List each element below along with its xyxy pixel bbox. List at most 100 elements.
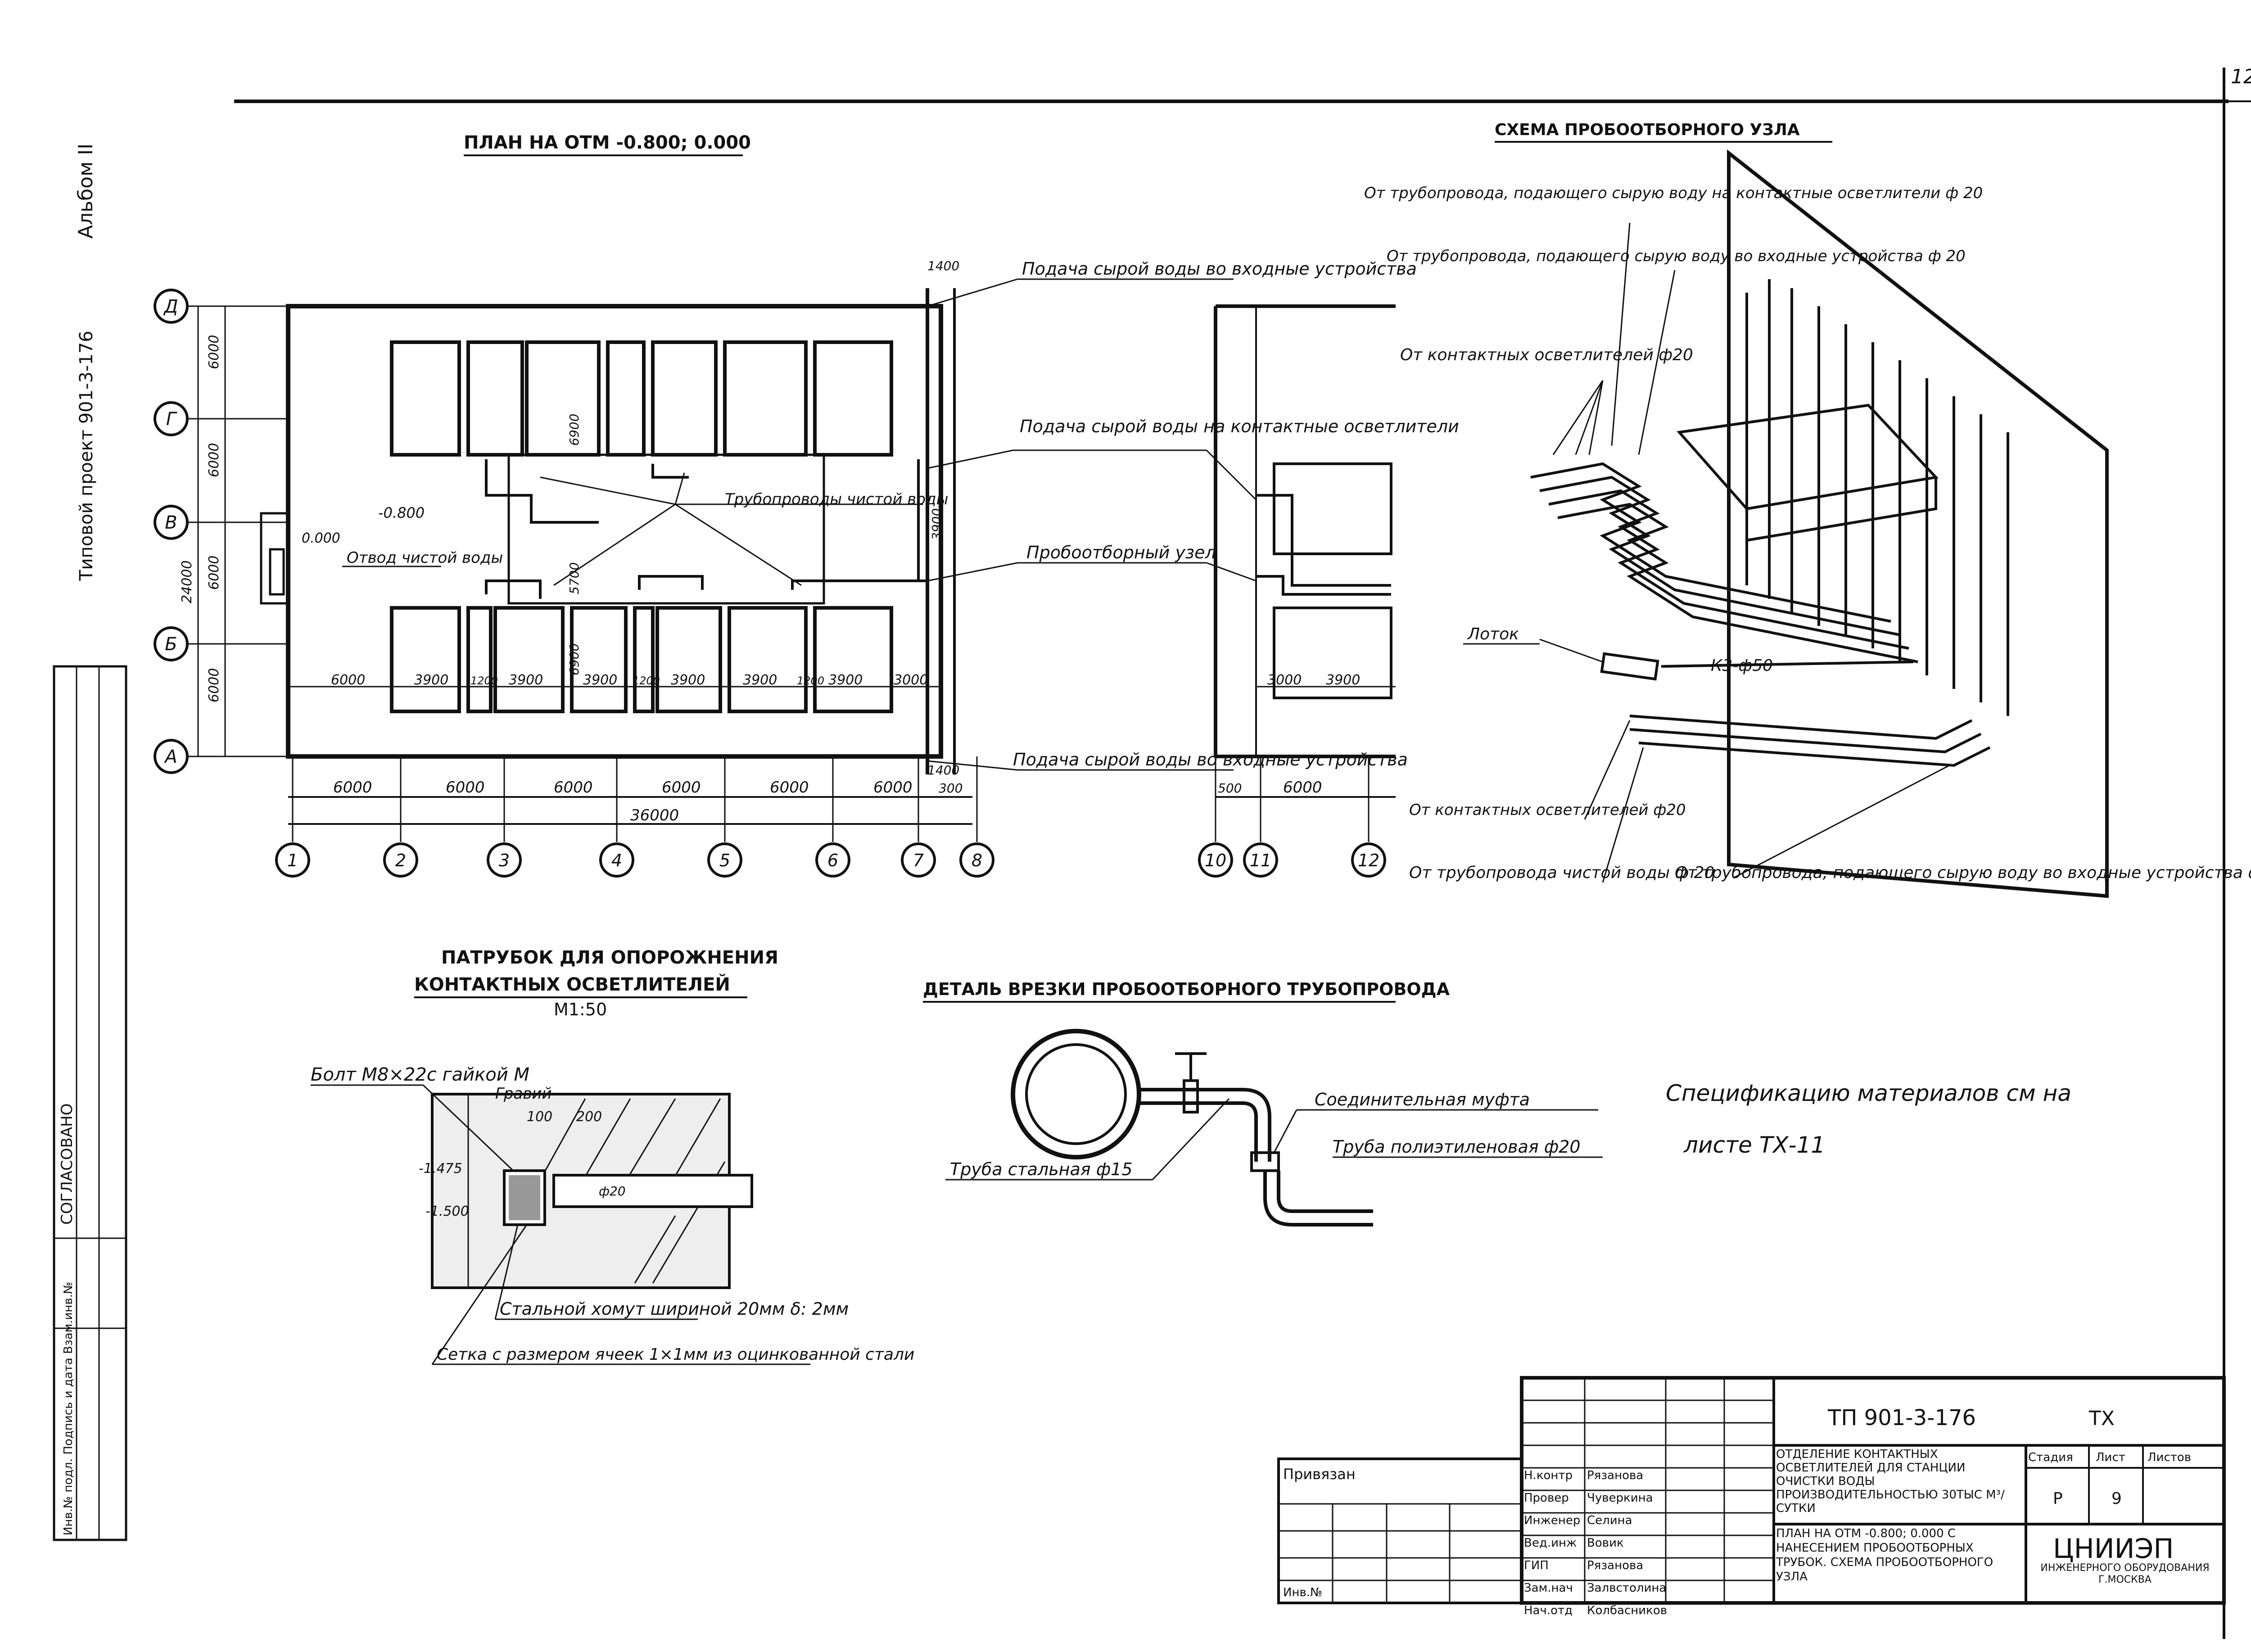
column-axis-bubble	[1243, 842, 1278, 878]
stamp-role: Зам.нач	[1524, 1581, 1573, 1595]
detail-coupling: Соединительная муфта	[1315, 1090, 1530, 1109]
bottom-dim-0: 6000	[333, 778, 372, 797]
album-label: Альбом II	[74, 144, 97, 239]
bottom-dim-total: 36000	[630, 806, 679, 824]
spec-note: Спецификацию материалов см на листе ТХ-1…	[1666, 1080, 2071, 1158]
privyazan-label: Привязан	[1283, 1466, 1356, 1483]
vdim-3: 6900	[567, 643, 582, 675]
inner-dim-1: 3900	[414, 672, 448, 688]
stamp-role: Вед.инж	[1524, 1536, 1577, 1550]
row-axis-label: В	[165, 512, 177, 533]
callout-raw-water-inlet-bottom: Подача сырой воды во входные устройства	[1013, 750, 1408, 769]
level-mark-2: 0.000	[302, 530, 340, 546]
column-axis-label: 8	[972, 851, 982, 870]
column-axis-bubble	[1351, 842, 1386, 878]
stamp-name: Чуверкина	[1587, 1491, 1653, 1505]
note-line-1: Спецификацию материалов см на	[1666, 1080, 2071, 1106]
bottom-dim-6: 300	[939, 781, 963, 796]
sheet-title: План на отм -0.800; 0.000 с нанесением п…	[1776, 1527, 1993, 1584]
vdim-1: 6900	[567, 414, 582, 446]
sheet-label: Лист	[2096, 1451, 2125, 1464]
callout-raw-water-clarifiers: Подача сырой воды на контактные осветлит…	[1020, 416, 1459, 436]
bottom-dim-right-0: 500	[1218, 781, 1242, 796]
row-axis-label: Б	[165, 634, 177, 655]
bottom-dim-2: 6000	[554, 778, 593, 797]
column-axis-bubble	[901, 842, 936, 878]
object-title-box: Отделение контактных осветлителей для ст…	[1776, 1448, 2005, 1515]
scheme-label-0: От трубопровода, подающего сырую воду на…	[1364, 184, 1983, 202]
scheme-label-k3: К3-ф50	[1711, 656, 1773, 675]
filters-bottom	[390, 606, 893, 713]
inner-dim-0: 6000	[331, 672, 365, 688]
sheet-no-value: 9	[2111, 1489, 2122, 1508]
main-hall-outline	[286, 304, 943, 759]
scheme-title: СХЕМА ПРОБООТБОРНОГО УЗЛА	[1495, 121, 1800, 139]
inner-dim-4: 3900	[583, 672, 617, 688]
stamp-name: Колбасников	[1587, 1604, 1667, 1617]
stamp-role: Провер	[1524, 1491, 1569, 1505]
nozzle-level-2: -1.500	[425, 1204, 469, 1219]
bottom-dim-5: 6000	[873, 778, 913, 797]
note-line-2: листе ТХ-11	[1683, 1132, 1825, 1158]
scheme-label-6: От трубопровода чистой воды ф 20	[1409, 864, 1714, 882]
column-axis-label: 7	[913, 851, 924, 870]
stamp-name: Рязанова	[1587, 1559, 1643, 1572]
column-axis-label: 10	[1205, 851, 1226, 870]
inner-dim-right-0: 3000	[1267, 672, 1302, 688]
inner-dim-10: 3000	[894, 672, 928, 688]
filters-top	[390, 340, 893, 457]
nozzle-title: ПАТРУБОК ДЛЯ ОПОРОЖНЕНИЯ	[441, 947, 778, 968]
org-subtitle: инженерного оборудования г.Москва	[2040, 1562, 2210, 1585]
inner-dim-8: 1200	[797, 674, 824, 687]
vdim-4: 3900	[929, 508, 944, 540]
row-dim-total: 24000	[179, 561, 195, 603]
sheet-number: 12	[2231, 65, 2251, 88]
inner-dim-9: 3900	[828, 672, 863, 688]
sampling-scheme: СХЕМА ПРОБООТБОРНОГО УЗЛА	[1364, 121, 2251, 898]
stamp-role: Нач.отд	[1524, 1604, 1573, 1617]
nozzle-scale: М1:50	[554, 1000, 607, 1019]
nozzle-level-1: -1.475	[419, 1161, 462, 1177]
column-axis-bubble	[487, 842, 522, 878]
column-axis-label: 3	[499, 851, 510, 870]
nozzle-dim-200: 200	[576, 1109, 602, 1125]
scheme-label-tray: Лоток	[1467, 625, 1519, 643]
left-margin: Альбом II Типовой проект 901-3-176 СОГЛА…	[53, 144, 127, 1541]
callout-clean-water-pipes: Трубопроводы чистой воды	[725, 490, 948, 508]
column-axis-label: 4	[611, 851, 622, 870]
stamp-mark: ТХ	[2088, 1407, 2115, 1430]
nozzle-title-2: КОНТАКТНЫХ ОСВЕТЛИТЕЛЕЙ	[414, 973, 730, 995]
project-side-label: Типовой проект 901-3-176	[76, 330, 97, 581]
scheme-label-5: От контактных осветлителей ф20	[1409, 801, 1686, 819]
inner-dim-7: 3900	[743, 672, 777, 688]
sheet-title-box: План на отм -0.800; 0.000 с нанесением п…	[1776, 1527, 1993, 1584]
column-axis-bubble	[815, 842, 850, 878]
callout-raw-water-inlet-top: Подача сырой воды во входные устройства	[1022, 259, 1417, 279]
stage-value: Р	[2053, 1489, 2063, 1508]
detail-title: ДЕТАЛЬ ВРЕЗКИ ПРОБООТБОРНОГО ТРУБОПРОВОД…	[923, 979, 1450, 999]
bottom-dim-right-1: 6000	[1283, 778, 1322, 797]
stamp-code: ТП 901-3-176	[1827, 1405, 1976, 1430]
inner-dim-right-1: 3900	[1326, 672, 1360, 688]
nozzle-clamp: Стальной хомут шириной 20мм δ: 2мм	[500, 1299, 849, 1319]
vdim-2: 5700	[567, 562, 582, 594]
column-axis-bubble	[1198, 842, 1233, 878]
inner-dim-6: 3900	[671, 672, 705, 688]
level-mark-1: -0.800	[378, 504, 425, 521]
row-axis-label: А	[163, 747, 177, 767]
stamp-name: Селина	[1587, 1514, 1632, 1527]
row-axis-label: Д	[163, 296, 178, 317]
column-axis-bubble	[383, 842, 418, 878]
column-axis-label: 12	[1358, 851, 1379, 870]
row-dim-4: 6000	[206, 668, 222, 702]
column-axis-bubble	[707, 842, 742, 878]
org-sub-box: инженерного оборудования г.Москва	[2040, 1562, 2210, 1585]
scheme-label-2: От контактных осветлителей ф20	[1400, 346, 1693, 364]
column-axis-label: 5	[719, 851, 730, 870]
org-name: ЦНИИЭП	[2053, 1533, 2174, 1565]
nozzle-mesh: Сетка с размером ячеек 1×1мм из оцинкова…	[437, 1345, 914, 1364]
